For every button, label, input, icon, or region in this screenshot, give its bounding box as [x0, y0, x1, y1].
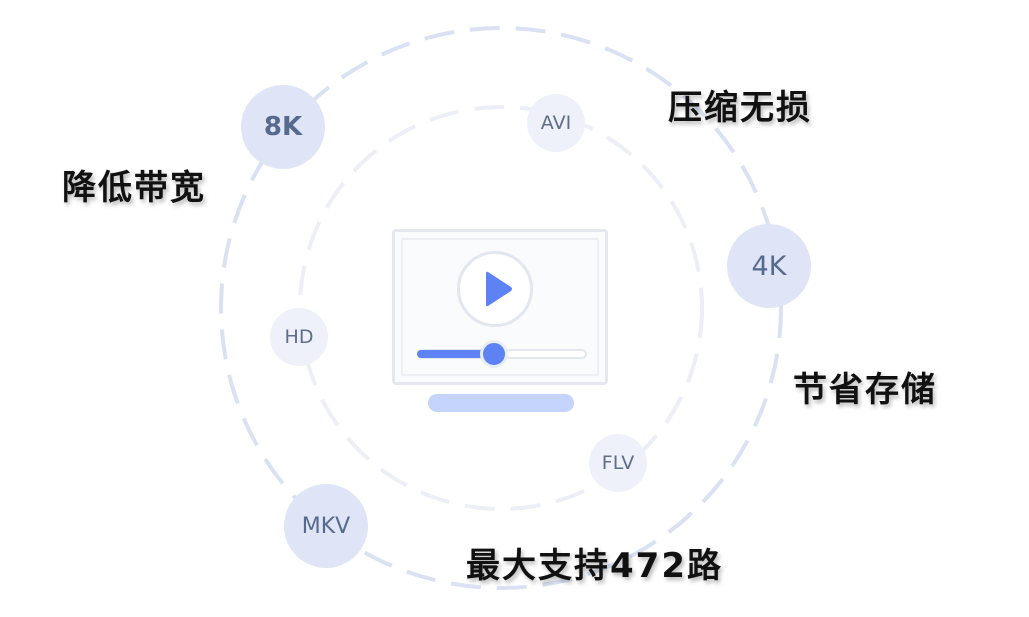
feature-channels: 最大支持472路: [466, 546, 723, 586]
badge-mkv: MKV: [284, 484, 368, 568]
inner-orbit-ring: [298, 105, 704, 511]
badge-4k: 4K: [727, 224, 811, 308]
badge-avi: AVI: [527, 94, 585, 152]
video-player-illustration: [392, 229, 608, 385]
outer-orbit-ring: [219, 26, 783, 590]
player-stand: [428, 394, 574, 412]
play-button-ring: [457, 251, 533, 327]
badge-8k: 8K: [241, 85, 325, 169]
feature-bandwidth: 降低带宽: [62, 168, 206, 208]
badge-flv: FLV: [589, 434, 647, 492]
badge-hd: HD: [270, 308, 328, 366]
progress-knob: [480, 340, 508, 368]
play-icon: [486, 271, 512, 307]
feature-compression: 压缩无损: [668, 88, 812, 128]
progress-fill: [417, 350, 494, 358]
feature-storage: 节省存储: [793, 370, 937, 410]
player-screen: [401, 238, 599, 376]
